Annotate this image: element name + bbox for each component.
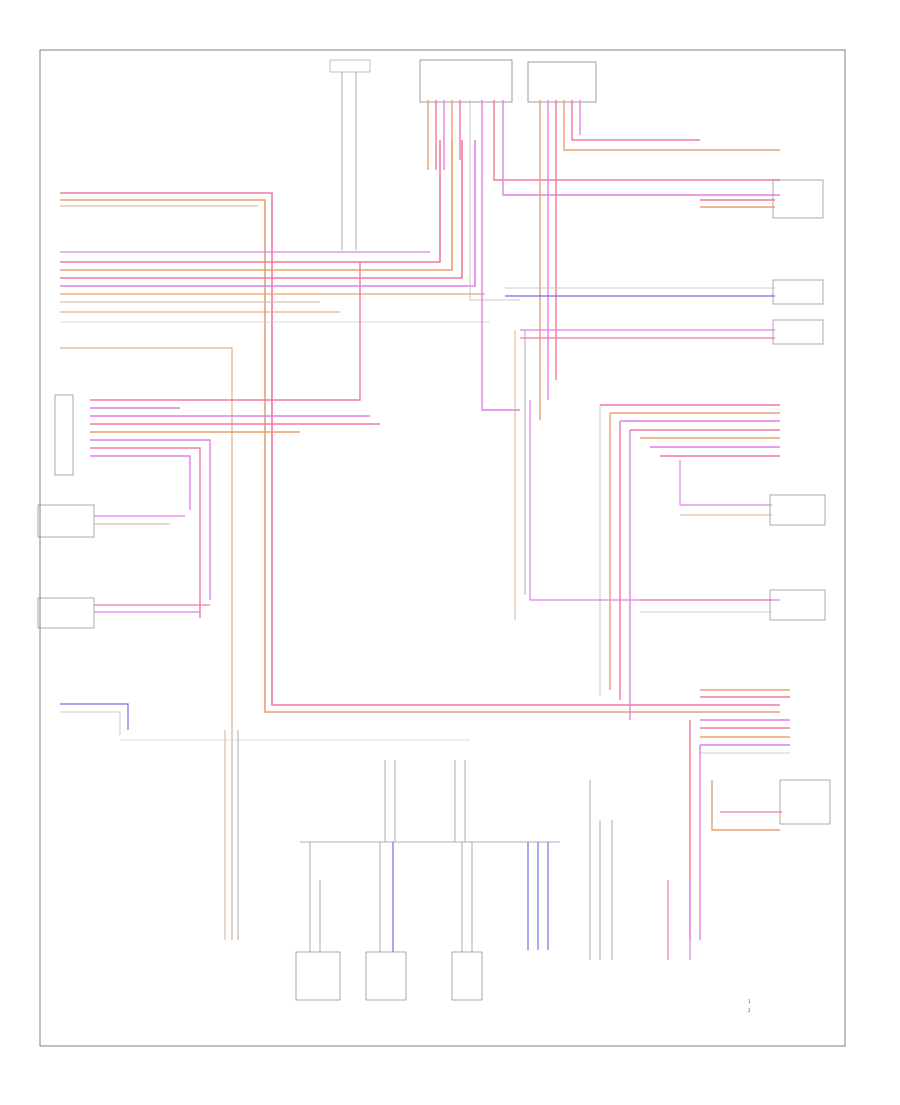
left-blue-pair <box>60 703 129 735</box>
right-module-5 <box>640 589 826 621</box>
left-module-2 <box>37 597 210 629</box>
right-module-top <box>700 179 824 219</box>
bottom-module-1 <box>295 842 341 1001</box>
legend: 1 2 <box>748 999 751 1013</box>
legend-mark-1: 1 <box>748 999 751 1004</box>
center-verticals <box>427 100 780 411</box>
legend-mark-2: 2 <box>748 1008 751 1013</box>
top-connector-center <box>419 59 513 103</box>
right-top-verticals <box>539 100 780 420</box>
right-module-2 <box>505 279 824 305</box>
right-lower-cluster <box>689 689 790 940</box>
bottom-module-2 <box>365 842 407 1001</box>
center-harness <box>514 330 780 620</box>
top-connector-right <box>527 61 597 103</box>
lower-left-verticals <box>224 730 239 940</box>
top-connector-left <box>329 59 371 250</box>
left-bus-wires <box>60 140 780 940</box>
left-module-1 <box>37 504 185 538</box>
right-module-6 <box>720 779 831 825</box>
right-connector-cluster <box>599 404 780 720</box>
right-module-3 <box>520 319 824 345</box>
bottom-module-5 <box>589 780 613 960</box>
left-connector-block <box>54 262 380 618</box>
bottom-module-4 <box>527 842 549 950</box>
right-module-4 <box>679 460 826 526</box>
bottom-module-3 <box>451 842 483 1001</box>
diagram-frame <box>39 49 846 1047</box>
bottom-module-6 <box>667 880 691 960</box>
bottom-bus <box>120 739 560 843</box>
